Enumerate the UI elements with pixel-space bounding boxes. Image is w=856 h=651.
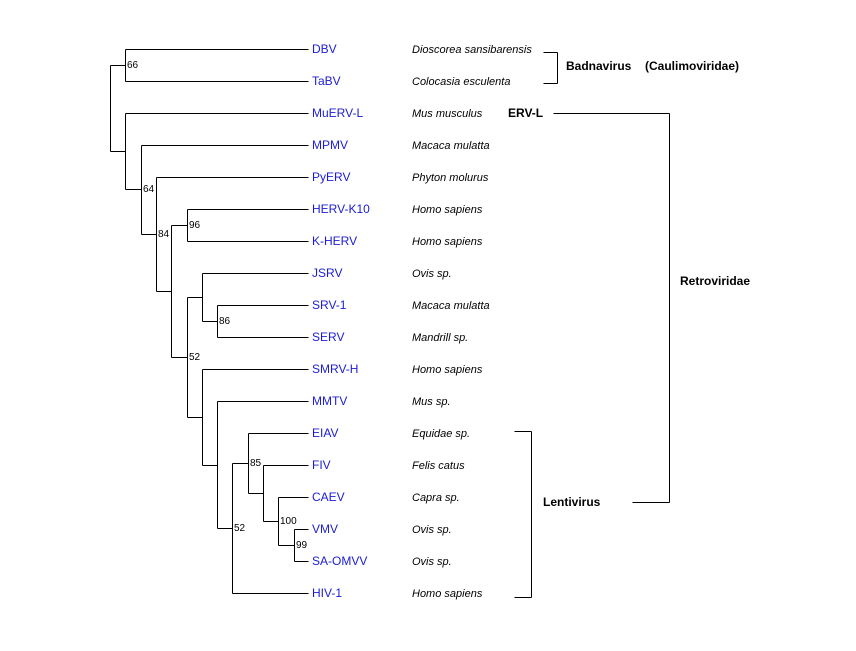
host-species: Homo sapiens bbox=[412, 236, 483, 248]
host-species: Capra sp. bbox=[412, 492, 460, 504]
taxon-label: MuERV-L bbox=[312, 106, 364, 120]
retroviridae-label: Retroviridae bbox=[680, 274, 751, 288]
taxon-label: PyERV bbox=[312, 170, 351, 184]
host-species: Macaca mulatta bbox=[412, 300, 490, 312]
taxon-label: MMTV bbox=[312, 394, 348, 408]
host-species: Felis catus bbox=[412, 460, 465, 472]
bootstrap-value: 52 bbox=[234, 523, 246, 534]
bootstrap-value: 96 bbox=[189, 220, 201, 231]
host-species: Mus musculus bbox=[412, 108, 483, 120]
taxon-label: SA-OMVV bbox=[312, 554, 368, 568]
caulimoviridae-label: (Caulimoviridae) bbox=[645, 59, 740, 73]
taxon-label: FIV bbox=[312, 458, 331, 472]
host-species: Ovis sp. bbox=[412, 268, 452, 280]
erv-l-label: ERV-L bbox=[508, 106, 544, 120]
host-species: Ovis sp. bbox=[412, 524, 452, 536]
taxon-label: TaBV bbox=[312, 74, 341, 88]
taxon-label: EIAV bbox=[312, 426, 339, 440]
badnavirus-label: Badnavirus bbox=[566, 59, 632, 73]
taxon-label: CAEV bbox=[312, 490, 345, 504]
host-species: Homo sapiens bbox=[412, 364, 483, 376]
taxon-label: SERV bbox=[312, 330, 345, 344]
bootstrap-value: 86 bbox=[219, 316, 231, 327]
taxon-label: HERV-K10 bbox=[312, 202, 370, 216]
host-species: Mandrill sp. bbox=[412, 332, 469, 344]
bootstrap-value: 85 bbox=[250, 458, 262, 469]
lentivirus-label: Lentivirus bbox=[543, 495, 601, 509]
taxon-label: MPMV bbox=[312, 138, 348, 152]
host-species: Phyton molurus bbox=[412, 172, 489, 184]
taxon-label: JSRV bbox=[312, 266, 343, 280]
host-species: Equidae sp. bbox=[412, 428, 471, 440]
host-species: Mus sp. bbox=[412, 396, 451, 408]
host-species: Homo sapiens bbox=[412, 588, 483, 600]
host-species: Ovis sp. bbox=[412, 556, 452, 568]
taxon-label: SMRV-H bbox=[312, 362, 359, 376]
taxon-label: K-HERV bbox=[312, 234, 358, 248]
bootstrap-value: 99 bbox=[296, 540, 308, 551]
bootstrap-value: 64 bbox=[143, 184, 155, 195]
bootstrap-value: 66 bbox=[127, 60, 139, 71]
host-species: Homo sapiens bbox=[412, 204, 483, 216]
taxon-label: VMV bbox=[312, 522, 339, 536]
bootstrap-value: 100 bbox=[280, 516, 297, 527]
host-species: Macaca mulatta bbox=[412, 140, 490, 152]
host-species: Dioscorea sansibarensis bbox=[412, 44, 532, 56]
taxon-label: DBV bbox=[312, 42, 337, 56]
taxon-label: SRV-1 bbox=[312, 298, 347, 312]
host-species: Colocasia esculenta bbox=[412, 76, 511, 88]
taxon-label: HIV-1 bbox=[312, 586, 343, 600]
bootstrap-value: 84 bbox=[158, 229, 170, 240]
bootstrap-value: 52 bbox=[189, 352, 201, 363]
